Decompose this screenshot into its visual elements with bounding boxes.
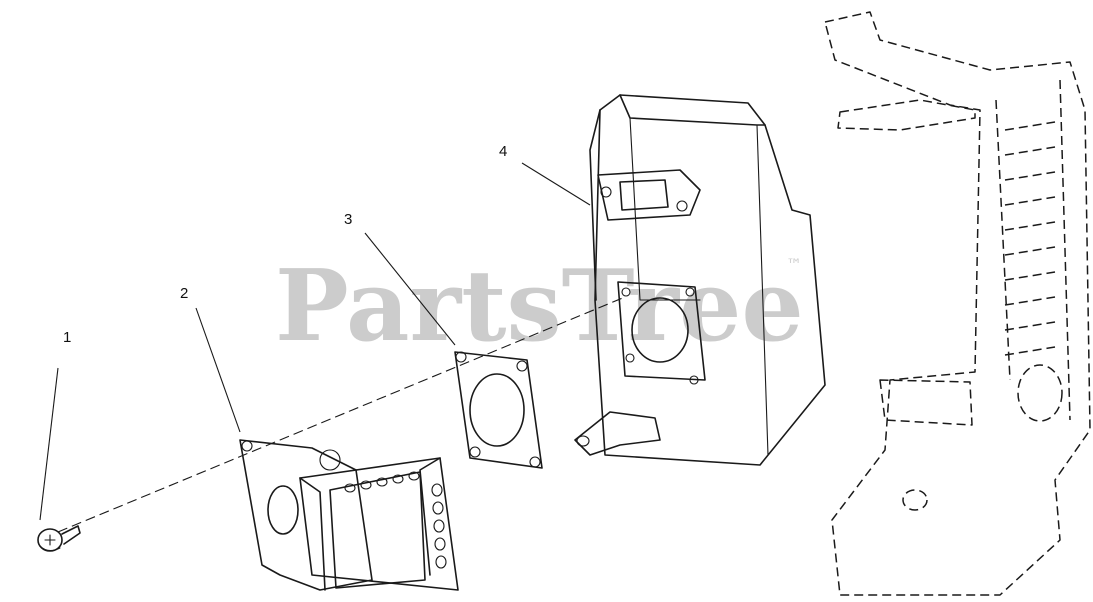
part-deflector[interactable]	[239, 439, 459, 591]
assembly-axis-line	[57, 296, 626, 533]
callout-2: 2	[180, 285, 188, 302]
housing-vent-slots	[1004, 121, 1056, 356]
callout-4: 4	[499, 143, 507, 160]
watermark-trademark: ™	[786, 255, 802, 274]
callout-3: 3	[344, 211, 352, 228]
deflector-screen-holes	[344, 471, 447, 569]
watermark-text: PartsTree	[275, 249, 804, 364]
part-screw[interactable]	[37, 525, 81, 552]
part-muffler[interactable]	[574, 94, 826, 466]
callout-labels: 1 2 3 4	[63, 143, 507, 346]
part-gasket[interactable]	[454, 351, 543, 469]
leader-2	[195, 307, 241, 433]
leader-1	[39, 367, 59, 521]
callout-1: 1	[63, 329, 71, 346]
callout-leaders	[39, 162, 591, 521]
leader-3	[364, 232, 456, 346]
leader-4	[521, 162, 591, 206]
watermark: PartsTree ™	[275, 249, 804, 364]
engine-housing-outline	[824, 11, 1091, 596]
